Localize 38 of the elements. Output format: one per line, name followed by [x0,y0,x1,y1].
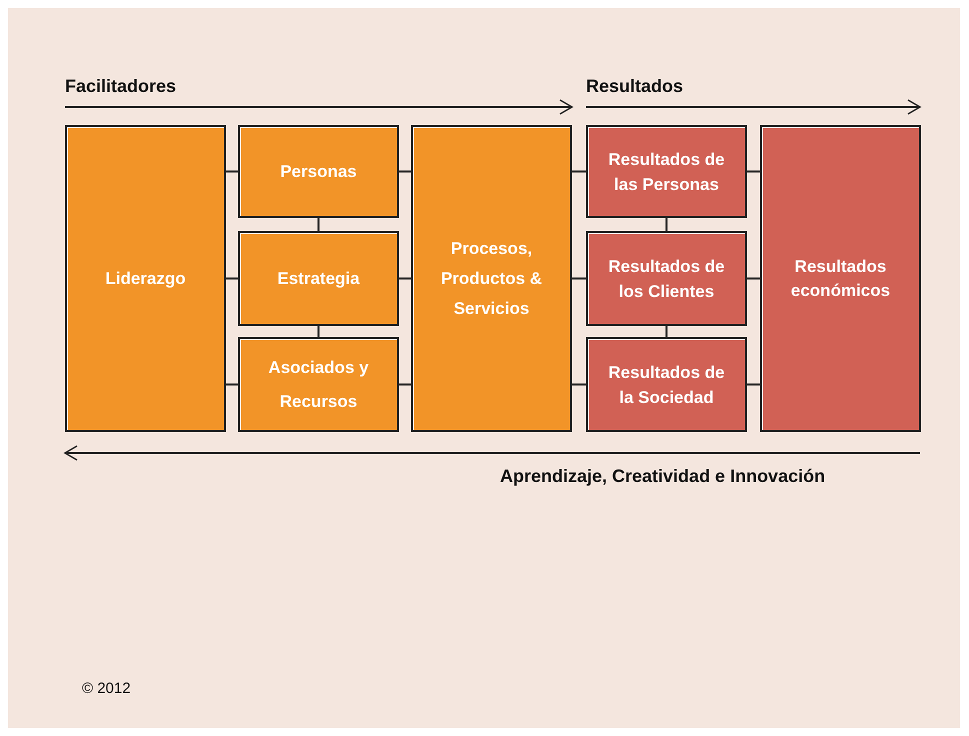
connector-line [572,278,586,280]
box-label: Resultados de la Sociedad [607,362,726,408]
result-box [760,125,921,432]
connector-line [318,326,320,337]
box-label: Asociados y Recursos [267,356,370,412]
enabler-box [238,337,399,432]
box-label: Liderazgo [105,268,186,290]
result-box [586,337,747,432]
connector-line [226,278,238,280]
connector-line [747,170,760,172]
connector-line [572,384,586,386]
connector-line [226,170,238,172]
connector-line [399,170,411,172]
box-label: Resultados de los Clientes [607,256,726,302]
section-label: Aprendizaje, Creatividad e Innovación [500,466,826,487]
connector-line [318,218,320,231]
connector-line [666,326,668,337]
box-label: Procesos, Productos & Servicios [440,238,544,320]
connector-line [666,218,668,231]
connector-line [399,278,411,280]
enabler-box [411,125,572,432]
box-label: Personas [280,160,357,182]
connector-line [747,278,760,280]
box-label: Resultados económicos [790,256,892,302]
connector-line [572,170,586,172]
copyright-note: © 2012 [82,680,131,697]
box-label: Resultados de las Personas [607,148,726,196]
connector-line [226,384,238,386]
enabler-box [238,231,399,326]
enabler-box [65,125,226,432]
connector-line [747,384,760,386]
enabler-box [238,125,399,218]
section-label: Facilitadores [65,76,176,97]
result-box [586,231,747,326]
connector-line [399,384,411,386]
box-label: Estrategia [277,268,360,290]
result-box [586,125,747,218]
section-label: Resultados [586,76,684,97]
